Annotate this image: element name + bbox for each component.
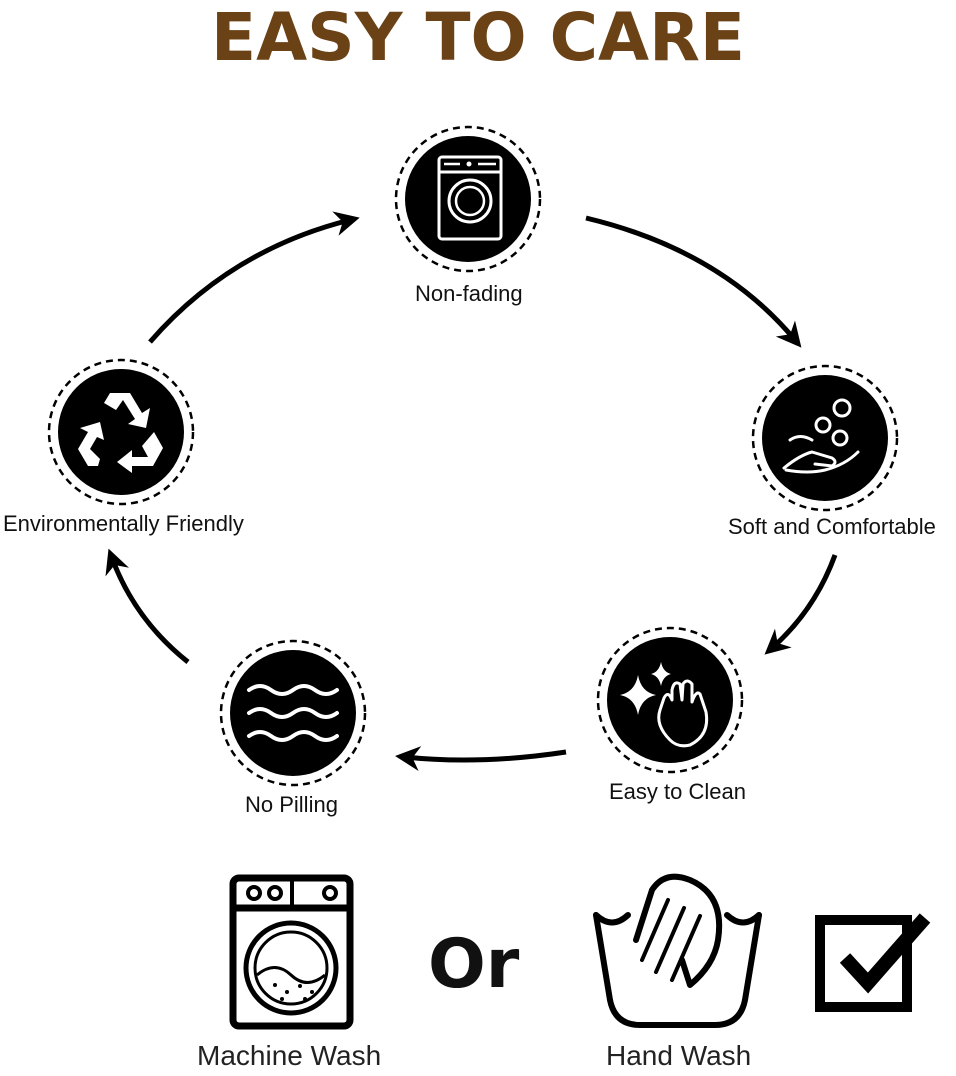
feature-label-environmentally-friendly: Environmentally Friendly	[3, 511, 244, 536]
cycle-arrow	[105, 548, 190, 664]
feature-label-easy-to-clean: Easy to Clean	[609, 779, 746, 804]
washing-machine-outline-icon	[229, 874, 354, 1030]
cycle-arrow	[764, 554, 838, 655]
washing-machine-icon	[394, 125, 542, 273]
cycle-arrow	[585, 215, 802, 348]
hand-wash-label: Hand Wash	[606, 1040, 752, 1071]
waves-icon	[219, 639, 367, 787]
or-text: Or	[428, 925, 520, 1004]
checkbox-checked-icon	[815, 913, 931, 1012]
sparkle-hand-icon	[596, 626, 744, 774]
page-title: EASY TO CARE	[211, 0, 745, 76]
machine-wash-label: Machine Wash	[197, 1040, 382, 1071]
cycle-arrow	[148, 211, 360, 344]
feature-label-no-pilling: No Pilling	[245, 792, 338, 817]
hand-bubbles-icon	[751, 364, 899, 512]
hand-wash-basin-icon	[593, 873, 762, 1028]
cycle-arrow	[395, 746, 567, 772]
feature-label-non-fading: Non-fading	[415, 281, 523, 306]
feature-label-soft-comfortable: Soft and Comfortable	[728, 514, 936, 539]
recycle-icon	[47, 358, 195, 506]
